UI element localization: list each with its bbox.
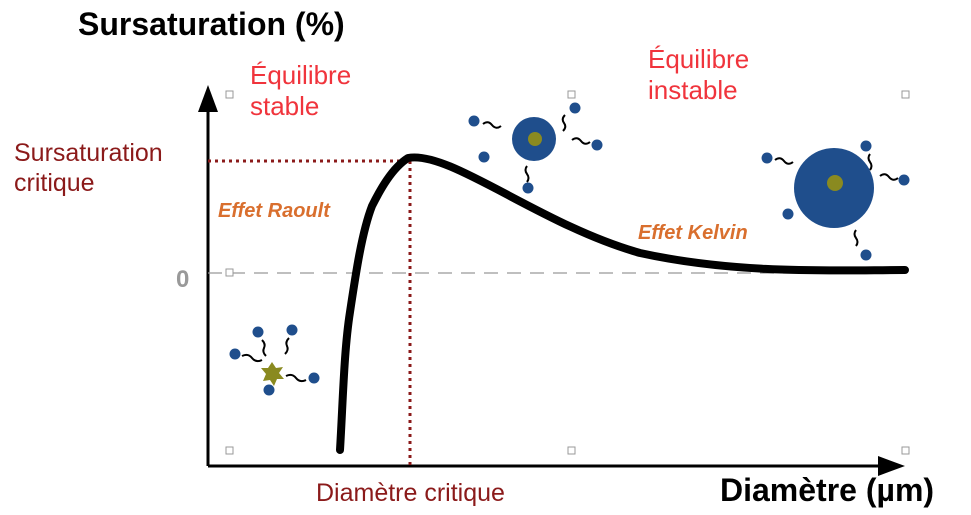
kelvin-effect-label: Effet Kelvin bbox=[638, 222, 748, 244]
unstable-equilibrium-label: Équilibre instable bbox=[648, 44, 750, 105]
y-axis bbox=[198, 85, 218, 466]
x-axis bbox=[208, 456, 905, 476]
small-nucleus-icon bbox=[229, 324, 320, 396]
critical-supersaturation-label: Sursaturation critique bbox=[14, 139, 163, 197]
kohler-curve bbox=[336, 153, 909, 454]
medium-droplet-icon bbox=[468, 102, 603, 194]
x-axis-label: Diamètre (µm) bbox=[720, 472, 935, 508]
selection-handles bbox=[225, 90, 910, 455]
raoult-effect-label: Effet Raoult bbox=[218, 200, 330, 222]
zero-label: 0 bbox=[176, 266, 190, 293]
critical-diameter-label: Diamètre critique bbox=[316, 479, 505, 507]
stable-equilibrium-label: Équilibre stable bbox=[250, 60, 352, 121]
y-axis-label: Sursaturation (%) bbox=[78, 6, 345, 42]
large-droplet-icon bbox=[761, 140, 910, 261]
